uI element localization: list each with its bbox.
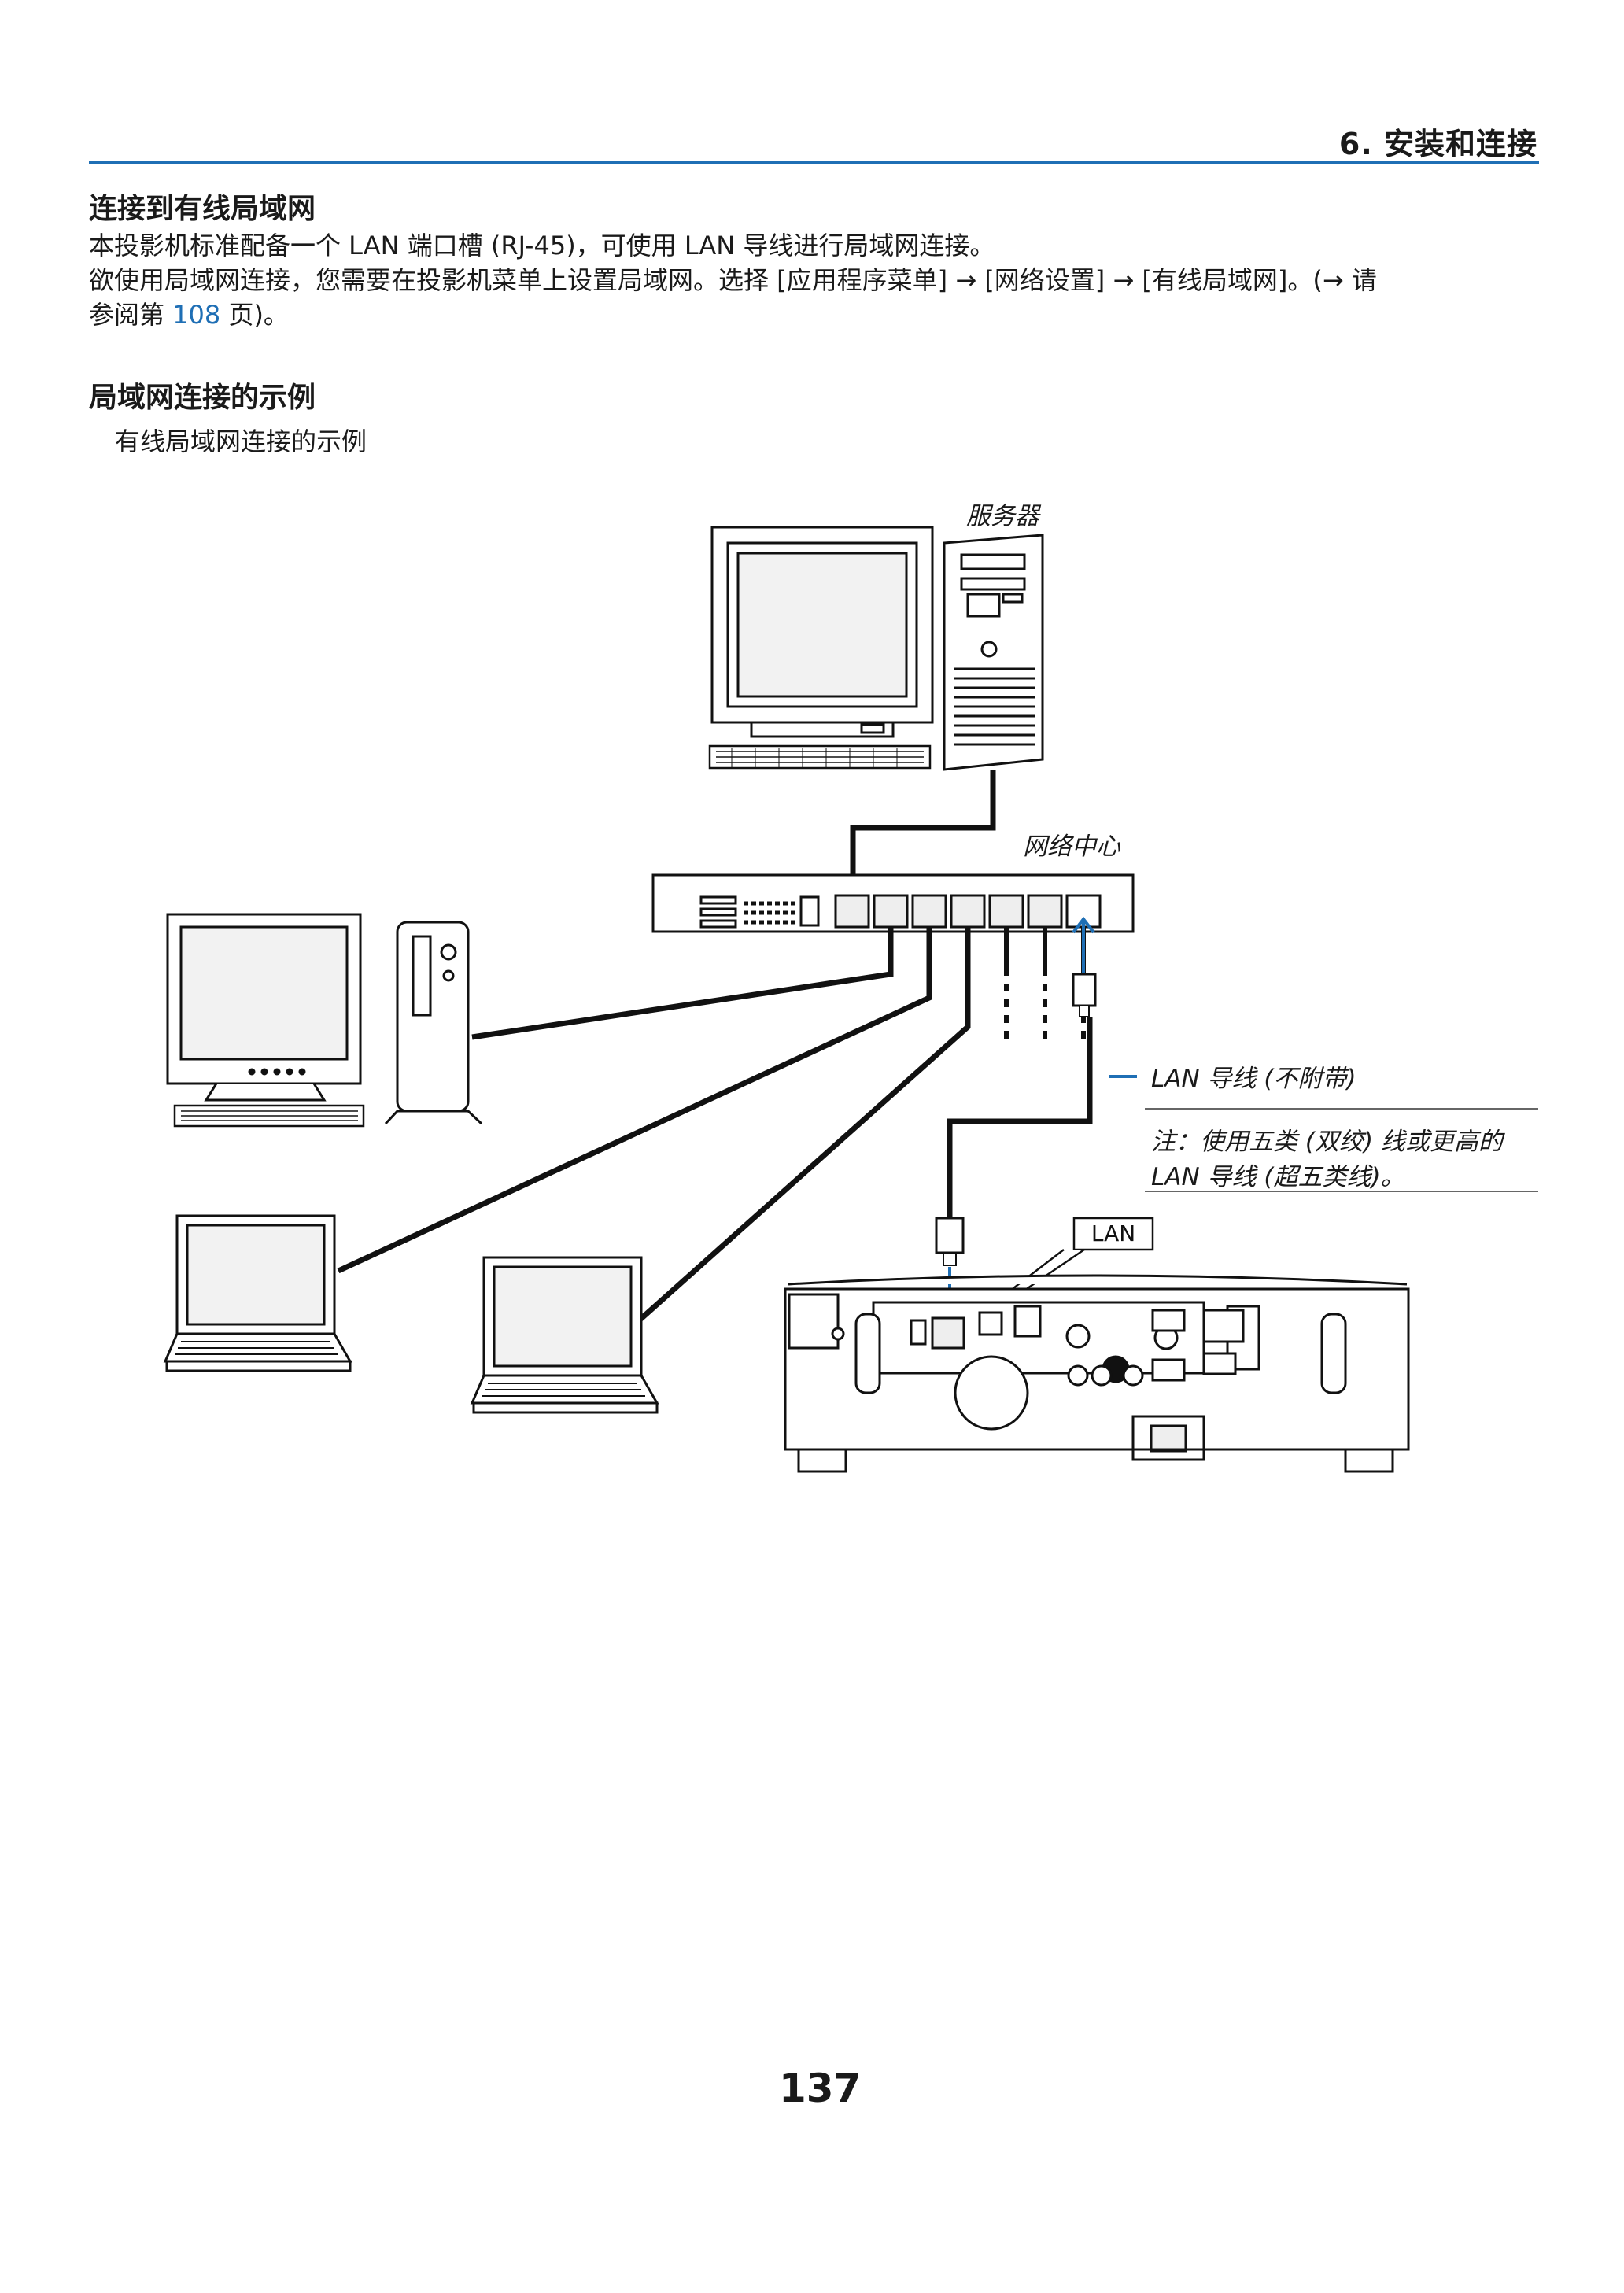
laptop-left (163, 1214, 352, 1372)
note-line-1: 注：使用五类 (双绞) 线或更高的 (1151, 1128, 1503, 1156)
server-keyboard (708, 744, 932, 770)
server-monitor (710, 526, 934, 738)
network-hub (651, 873, 1135, 933)
header-divider (89, 161, 1539, 164)
intro-paragraph: 本投影机标准配备一个 LAN 端口槽 (RJ-45)，可使用 LAN 导线进行局… (89, 231, 995, 260)
page-reference-link[interactable]: 108 (172, 300, 221, 330)
desktop-cable (471, 927, 894, 1040)
projector-lan-plug (935, 1217, 965, 1254)
example-title: 局域网连接的示例 (89, 382, 316, 414)
cable-label: LAN 导线 (不附带) (1151, 1065, 1356, 1093)
projector (784, 1274, 1410, 1473)
server-label: 服务器 (966, 502, 1039, 530)
instruction-paragraph-line1: 欲使用局域网连接，您需要在投影机菜单上设置局域网。选择 [应用程序菜单] → [… (89, 265, 1377, 295)
laptop-right-cable (635, 927, 971, 1324)
example-caption: 有线局域网连接的示例 (115, 426, 367, 456)
server-cable (850, 770, 996, 897)
unused-port-lines (1004, 927, 1086, 1039)
hub-label: 网络中心 (1023, 833, 1120, 861)
lan-cable (947, 1017, 1093, 1218)
note-line-2: LAN 导线 (超五类线)。 (1151, 1163, 1405, 1191)
desktop-tower (384, 921, 483, 1125)
desktop-monitor (166, 913, 362, 1102)
server-tower (943, 534, 1044, 771)
reference-suffix: 页)。 (220, 300, 289, 330)
section-title: 连接到有线局域网 (89, 193, 316, 225)
hub-lan-plug (1072, 973, 1097, 1007)
laptop-right (470, 1256, 659, 1414)
note-bottom-rule (1145, 1191, 1538, 1192)
page-number: 137 (779, 2066, 862, 2111)
laptop-left-cable (337, 927, 932, 1274)
chapter-header: 6. 安装和连接 (1338, 127, 1537, 161)
instruction-paragraph-line2: 参阅第 108 页)。 (89, 297, 289, 332)
lan-callout-text: LAN (1091, 1220, 1135, 1246)
note-top-rule (1145, 1108, 1538, 1110)
desktop-keyboard (173, 1104, 365, 1128)
reference-prefix: 参阅第 (89, 300, 173, 330)
hub-port-arrow (1072, 916, 1095, 976)
